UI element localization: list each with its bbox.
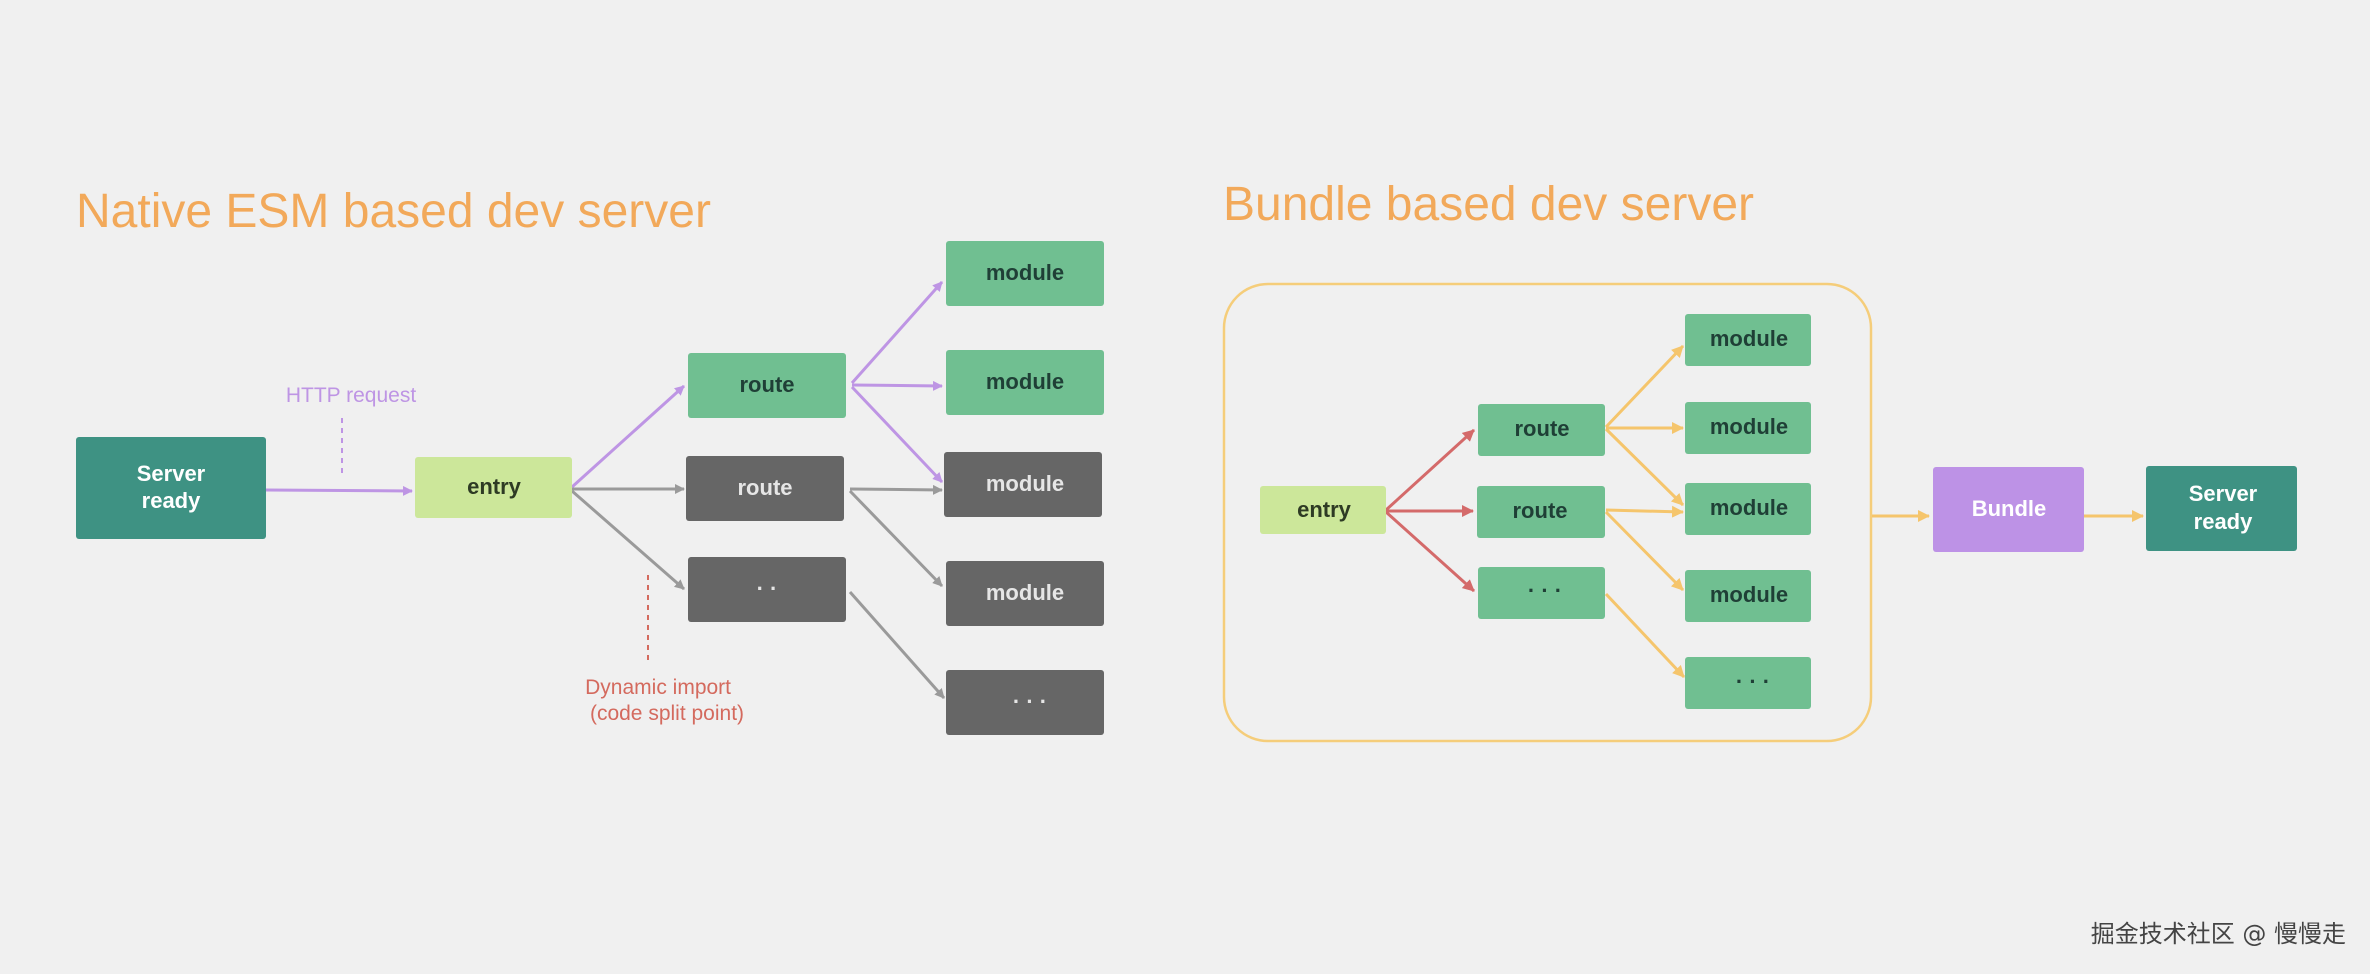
- left-server-ready-line1: Server: [137, 461, 206, 486]
- right-route-1: route: [1478, 404, 1605, 456]
- arrow-entry-to-route1: [1384, 428, 1476, 512]
- bundle-box: Bundle: [1933, 467, 2084, 552]
- bundle-frame: [1222, 282, 1873, 743]
- svg-text:Bundle: Bundle: [1972, 496, 2047, 521]
- svg-text:route: route: [1513, 498, 1568, 523]
- arrow-route2-to-module4: [848, 489, 944, 588]
- arrow-entry-to-route3: [571, 489, 685, 591]
- left-route-3: · ·: [688, 557, 846, 622]
- svg-text:module: module: [1710, 495, 1788, 520]
- right-server-ready: Server ready: [2146, 466, 2297, 551]
- left-module-5: · · ·: [946, 670, 1104, 735]
- arrow-route1-to-module1: [850, 281, 944, 384]
- arrow-entry-to-route1: [570, 384, 686, 489]
- left-title: Native ESM based dev server: [76, 185, 711, 238]
- arrow-route3-to-module5: [1604, 592, 1686, 679]
- svg-text:entry: entry: [1297, 497, 1352, 522]
- left-route-1: route: [688, 353, 846, 418]
- right-module-4: module: [1685, 570, 1811, 622]
- right-module-3: module: [1685, 483, 1811, 535]
- svg-text:module: module: [1710, 326, 1788, 351]
- right-server-ready-line1: Server: [2189, 481, 2258, 506]
- arrow-route1-to-module1: [1604, 344, 1685, 429]
- dynamic-import-line2: (code split point): [590, 702, 744, 725]
- right-module-5: · · ·: [1685, 657, 1811, 709]
- right-title: Bundle based dev server: [1223, 178, 1754, 231]
- dynamic-import-label: Dynamic import (code split point): [585, 676, 744, 725]
- svg-text:route: route: [738, 475, 793, 500]
- svg-text:· · ·: · · ·: [1013, 689, 1047, 714]
- svg-text:route: route: [740, 372, 795, 397]
- left-module-2: module: [946, 350, 1104, 415]
- svg-text:· ·: · ·: [757, 576, 778, 601]
- arrow-route2-to-module3: [849, 484, 943, 495]
- left-module-1: module: [946, 241, 1104, 306]
- svg-text:module: module: [986, 580, 1064, 605]
- arrow-route3-to-module5: [848, 591, 946, 699]
- arrow-route1-to-module3: [1604, 427, 1685, 507]
- right-module-2: module: [1685, 402, 1811, 454]
- arrow-route1-to-module2: [851, 380, 943, 391]
- svg-text:entry: entry: [467, 474, 522, 499]
- right-arrows: [1384, 344, 2144, 679]
- arrow-entry-to-route3: [1384, 510, 1476, 593]
- left-route-2: route: [686, 456, 844, 521]
- right-module-1: module: [1685, 314, 1811, 366]
- svg-text:module: module: [986, 471, 1064, 496]
- right-entry: entry: [1260, 486, 1386, 534]
- left-module-4: module: [946, 561, 1104, 626]
- arrow-server-to-entry: [265, 485, 413, 496]
- right-server-ready-line2: ready: [2194, 509, 2253, 534]
- svg-text:· · ·: · · ·: [1528, 578, 1562, 603]
- svg-text:module: module: [986, 260, 1064, 285]
- svg-text:route: route: [1515, 416, 1570, 441]
- svg-text:module: module: [1710, 414, 1788, 439]
- left-arrows: [265, 281, 946, 699]
- svg-text:module: module: [1710, 582, 1788, 607]
- left-entry: entry: [415, 457, 572, 518]
- http-request-label: HTTP request: [286, 384, 416, 407]
- right-route-2: route: [1477, 486, 1605, 538]
- svg-text:· · ·: · · ·: [1736, 669, 1770, 694]
- watermark: 掘金技术社区 @ 慢慢走: [2091, 920, 2346, 948]
- arrow-route1-to-module3: [850, 385, 944, 484]
- svg-text:module: module: [986, 369, 1064, 394]
- arrow-route2-to-module3: [1605, 505, 1684, 518]
- arrow-route2-to-module4: [1604, 510, 1685, 592]
- left-server-ready-line2: ready: [142, 488, 201, 513]
- left-server-ready: Server ready: [76, 437, 266, 539]
- dynamic-import-line1: Dynamic import: [585, 676, 731, 699]
- left-module-3: module: [944, 452, 1102, 517]
- right-route-3: · · ·: [1478, 567, 1605, 619]
